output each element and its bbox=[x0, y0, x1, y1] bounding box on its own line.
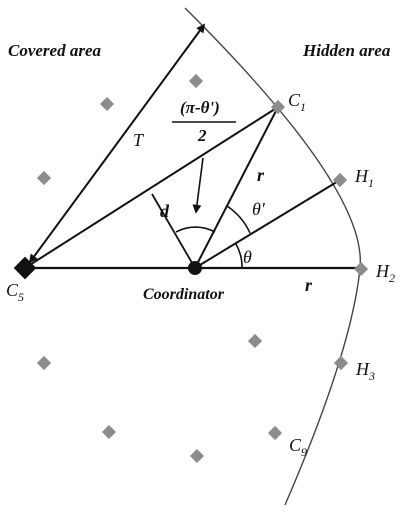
coordinator-node bbox=[188, 261, 202, 275]
node-diamond bbox=[247, 333, 263, 349]
node-diamond-h3 bbox=[333, 355, 349, 371]
node-diamond bbox=[99, 96, 115, 112]
perpendicular-d bbox=[151, 193, 196, 269]
h2-label: H2 bbox=[375, 261, 395, 285]
node-c5-marker bbox=[13, 256, 37, 280]
node-diamond-h1 bbox=[332, 172, 348, 188]
node-diamond bbox=[189, 448, 205, 464]
coordinator-label: Coordinator bbox=[143, 286, 225, 303]
t-double-arrow bbox=[28, 23, 206, 264]
angle-arc-pi-minus-theta bbox=[175, 226, 216, 233]
fraction-pointer-arrow bbox=[192, 157, 204, 214]
line-coordinator-h1 bbox=[194, 179, 341, 269]
r-lower-symbol: r bbox=[305, 275, 313, 295]
node-diamond-h2 bbox=[353, 261, 369, 277]
h3-label: H3 bbox=[355, 359, 375, 383]
node-diamond bbox=[188, 73, 204, 89]
node-diamond-c9 bbox=[267, 425, 283, 441]
r-upper-symbol: r bbox=[257, 165, 265, 185]
c5-label: C5 bbox=[6, 280, 24, 304]
angle-arc-theta-prime bbox=[226, 205, 251, 234]
node-diamond-c1 bbox=[270, 99, 286, 115]
covered-area-label: Covered area bbox=[8, 41, 102, 60]
t-symbol: T bbox=[133, 130, 145, 150]
theta-prime-symbol: θ' bbox=[252, 199, 266, 219]
fraction-denominator: 2 bbox=[197, 126, 207, 145]
hidden-area-label: Hidden area bbox=[302, 41, 391, 60]
node-diamond bbox=[36, 355, 52, 371]
line-coordinator-c1 bbox=[194, 106, 279, 269]
node-diamond bbox=[36, 170, 52, 186]
node-diamond bbox=[101, 424, 117, 440]
d-symbol: d bbox=[160, 201, 170, 221]
angle-arc-theta bbox=[235, 243, 243, 269]
c1-label: C1 bbox=[288, 90, 306, 114]
h1-label: H1 bbox=[354, 166, 374, 190]
line-c5-c1 bbox=[24, 106, 279, 269]
theta-symbol: θ bbox=[243, 247, 252, 267]
fraction-numerator: (π-θ') bbox=[180, 98, 220, 117]
c9-label: C9 bbox=[289, 435, 307, 459]
